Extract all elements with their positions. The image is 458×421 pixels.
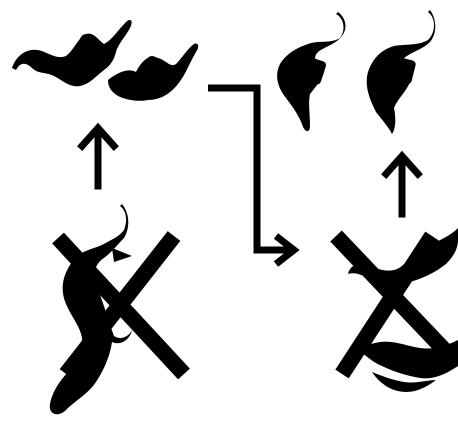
silhouette-head-icon [144,56,160,80]
silhouette-head-icon [79,34,93,54]
